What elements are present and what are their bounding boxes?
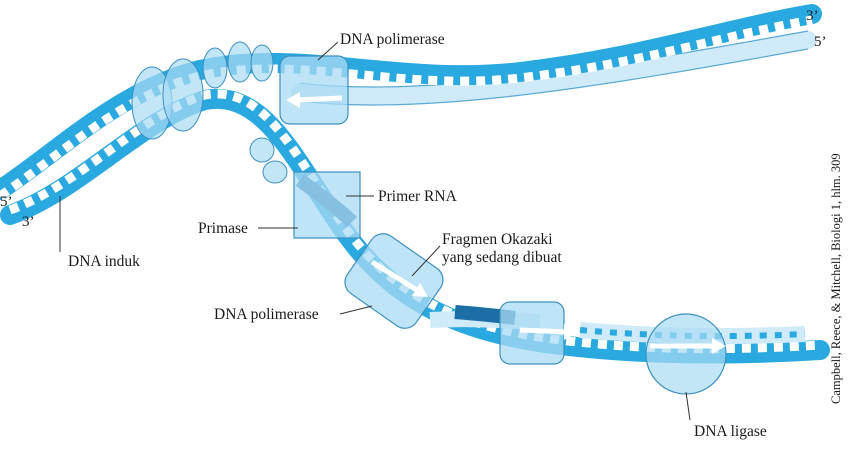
label-end-left-5: 5’ — [0, 194, 13, 210]
label-primase: Primase — [198, 220, 248, 237]
credit-text: Campbell, Reece, & Mitchell, Biologi 1, … — [829, 153, 843, 404]
label-end-top-3: 3’ — [806, 8, 819, 24]
helicase-complex — [131, 41, 288, 184]
label-dna-polimerase-top: DNA polimerase — [340, 31, 445, 48]
dna-ligase-enzyme — [645, 313, 727, 395]
label-primer-rna: Primer RNA — [378, 188, 458, 205]
label-end-left-3: 3’ — [22, 214, 35, 230]
dna-polymerase-bottom-enzyme — [344, 233, 444, 329]
label-dna-ligase: DNA ligase — [694, 423, 767, 440]
dna-polymerase-middle-enzyme — [499, 301, 578, 365]
top-template-strand — [0, 4, 822, 200]
label-end-top-5: 5’ — [814, 34, 827, 50]
primase-enzyme — [293, 171, 361, 239]
label-dna-induk: DNA induk — [68, 253, 140, 270]
label-dna-polimerase-bottom: DNA polimerase — [214, 306, 319, 323]
label-okazaki-line2: yang sedang dibuat — [442, 249, 562, 266]
leader-lines — [59, 41, 691, 421]
dna-polymerase-top-enzyme — [279, 55, 349, 125]
label-okazaki-line1: Fragmen Okazaki — [442, 231, 553, 248]
